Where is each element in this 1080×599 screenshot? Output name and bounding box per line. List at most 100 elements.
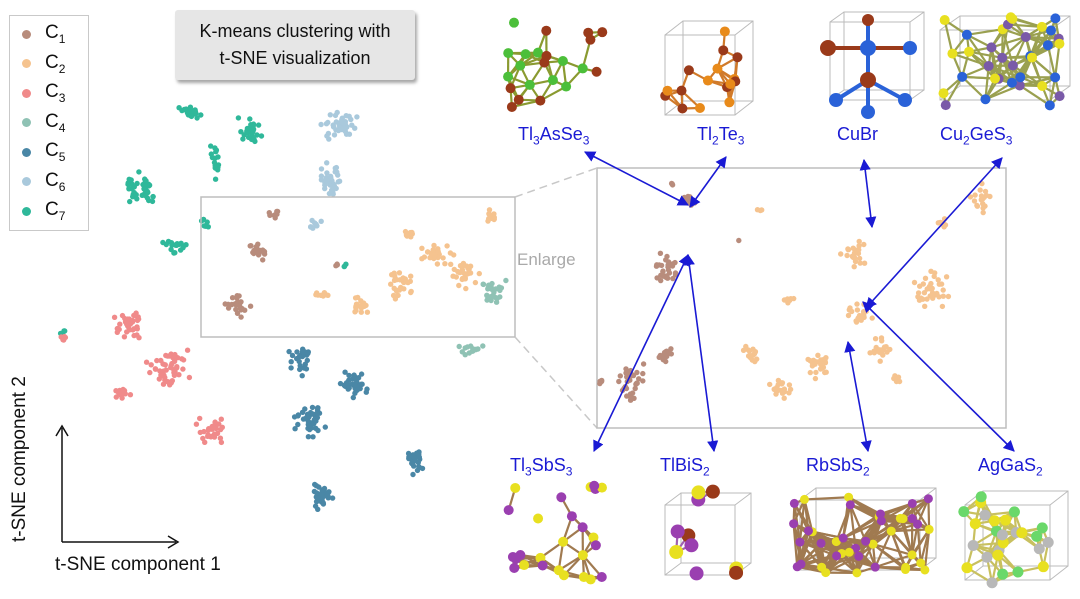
atom <box>997 568 1009 580</box>
data-point <box>491 214 497 221</box>
data-point <box>341 263 348 269</box>
data-point <box>254 132 260 138</box>
bond <box>793 502 810 532</box>
atom <box>961 562 973 574</box>
bond <box>850 503 881 516</box>
legend-label: C3 <box>45 81 66 105</box>
data-point <box>327 173 334 179</box>
data-point <box>442 261 448 267</box>
data-point <box>343 113 349 119</box>
bond <box>865 517 901 543</box>
data-point <box>430 247 436 253</box>
data-point <box>318 166 325 172</box>
atom <box>980 94 991 105</box>
atom <box>694 102 705 113</box>
data-point <box>361 303 367 309</box>
atom <box>585 34 596 45</box>
data-point <box>786 382 793 388</box>
atom <box>845 500 855 510</box>
atom <box>503 71 514 82</box>
atom <box>821 568 831 578</box>
bond <box>880 502 913 516</box>
data-point <box>309 404 316 411</box>
data-point <box>775 381 781 388</box>
data-point <box>463 285 469 292</box>
data-point <box>879 338 885 344</box>
atom <box>557 55 568 66</box>
data-point <box>488 297 494 304</box>
data-point <box>911 279 918 286</box>
data-point <box>410 454 417 460</box>
data-point <box>364 309 371 315</box>
atom <box>591 66 602 77</box>
data-point <box>318 218 324 224</box>
data-point <box>208 143 214 149</box>
atom <box>981 551 993 563</box>
atom <box>590 540 601 551</box>
data-point <box>150 193 156 200</box>
atom <box>509 17 520 28</box>
data-point <box>258 133 265 139</box>
data-point <box>493 299 500 305</box>
bond <box>890 530 913 556</box>
bond <box>1054 43 1061 78</box>
data-point <box>406 454 412 460</box>
data-point <box>943 274 950 280</box>
atom <box>939 15 950 26</box>
atom <box>795 537 805 547</box>
data-point <box>149 198 156 205</box>
data-point <box>122 391 128 397</box>
data-point <box>456 282 462 289</box>
data-point <box>233 302 239 308</box>
data-point <box>408 273 414 279</box>
data-point <box>391 270 397 276</box>
data-point <box>844 252 850 259</box>
data-point <box>251 247 257 254</box>
atom <box>792 562 802 572</box>
bond <box>923 529 931 571</box>
data-point <box>664 253 670 260</box>
atom <box>832 551 842 561</box>
bond <box>899 518 914 556</box>
data-point <box>665 267 672 273</box>
data-point <box>186 374 193 381</box>
data-point <box>354 114 360 120</box>
data-point <box>480 281 486 287</box>
data-point <box>334 261 340 267</box>
atom <box>990 73 1001 84</box>
data-point <box>922 303 928 309</box>
atom <box>535 552 546 563</box>
atom <box>1054 91 1065 102</box>
bond <box>842 513 882 539</box>
data-point <box>460 276 467 282</box>
connector-top <box>514 167 598 198</box>
atom <box>903 41 917 55</box>
data-point <box>736 237 742 244</box>
legend-label: C6 <box>45 169 66 194</box>
title-line-1: K-means clustering with <box>199 21 391 41</box>
atom <box>732 52 743 63</box>
data-point <box>176 372 182 378</box>
data-point <box>929 285 935 292</box>
data-point <box>470 348 476 354</box>
data-point <box>134 317 141 324</box>
data-point <box>451 252 457 258</box>
data-point <box>247 116 253 122</box>
atom <box>689 566 704 581</box>
atom <box>938 88 949 99</box>
atom <box>596 482 607 493</box>
atom <box>1016 527 1028 539</box>
data-point <box>238 129 244 135</box>
arrow <box>683 253 719 453</box>
data-point <box>249 130 255 137</box>
data-point <box>131 332 137 339</box>
data-point <box>136 335 142 341</box>
data-point <box>311 488 318 495</box>
data-point <box>972 192 978 198</box>
atom <box>900 565 910 575</box>
data-point <box>352 374 358 380</box>
data-point <box>125 181 131 187</box>
data-point <box>240 136 246 142</box>
data-point <box>218 416 224 422</box>
